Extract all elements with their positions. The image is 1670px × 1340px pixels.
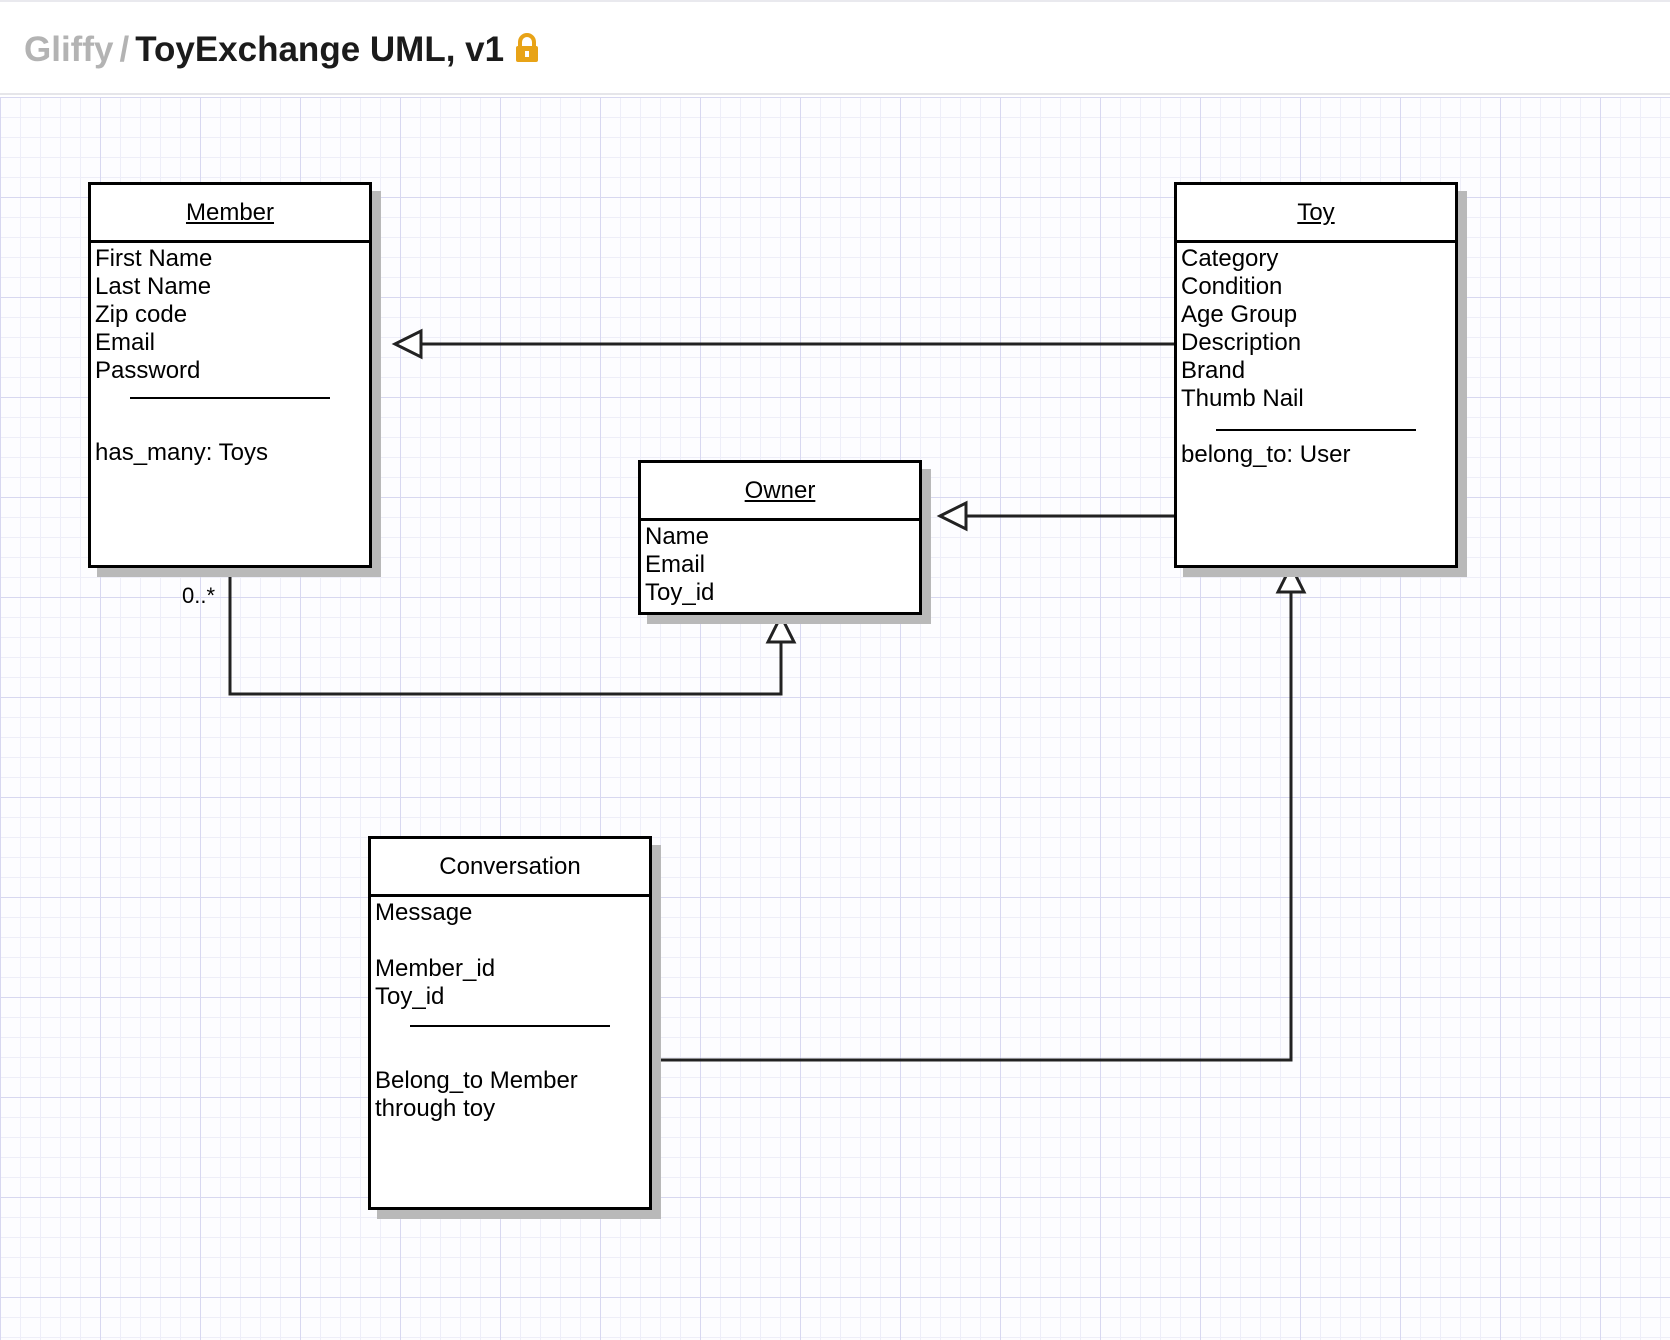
owner-attribute: Name — [645, 523, 710, 550]
conversation-attribute — [375, 927, 645, 955]
toy-class-title: Toy — [1177, 185, 1455, 243]
toy-attribute: Age Group — [1181, 301, 1298, 328]
document-title[interactable]: ToyExchange UML, v1 — [135, 30, 505, 69]
toy-separator — [1216, 429, 1416, 431]
conversation-method: Belong_to Member — [375, 1067, 578, 1094]
toy-method: belong_to: User — [1181, 441, 1351, 468]
conversation-attribute: Member_id — [375, 955, 496, 982]
member-attribute: Email — [95, 329, 156, 356]
breadcrumb: Gliffy/ToyExchange UML, v1 — [24, 28, 540, 74]
member-separator — [130, 397, 330, 399]
toy-class-box[interactable]: Toy Category Condition Age Group Descrip… — [1174, 182, 1458, 568]
member-attribute: Password — [95, 357, 201, 384]
member-attribute: Last Name — [95, 273, 212, 300]
toy-attribute: Brand — [1181, 357, 1246, 384]
page-header: Gliffy/ToyExchange UML, v1 — [0, 0, 1670, 95]
toy-attribute: Condition — [1181, 273, 1283, 300]
app-name-link[interactable]: Gliffy — [24, 30, 114, 69]
owner-attribute: Toy_id — [645, 579, 715, 606]
member-multiplicity-label: 0..* — [182, 583, 216, 608]
toy-attribute: Category — [1181, 245, 1279, 272]
member-class-title: Member — [91, 185, 369, 243]
conversation-attribute: Toy_id — [375, 983, 445, 1010]
conversation-attribute: Message — [375, 899, 473, 926]
member-class-box[interactable]: Member First Name Last Name Zip code Ema… — [88, 182, 372, 568]
breadcrumb-separator: / — [119, 30, 130, 69]
conversation-method: through toy — [375, 1095, 496, 1122]
owner-class-box[interactable]: Owner Name Email Toy_id — [638, 460, 922, 615]
owner-class-title: Owner — [641, 463, 919, 521]
member-attribute: First Name — [95, 245, 213, 272]
conversation-separator — [410, 1025, 610, 1027]
toy-attribute: Description — [1181, 329, 1302, 356]
owner-attribute: Email — [645, 551, 706, 578]
conversation-class-box[interactable]: Conversation Message Member_id Toy_id Be… — [368, 836, 652, 1210]
member-method: has_many: Toys — [95, 439, 268, 466]
member-attribute: Zip code — [95, 301, 188, 328]
toy-attribute: Thumb Nail — [1181, 385, 1304, 412]
lock-icon[interactable] — [514, 30, 540, 74]
conversation-class-title: Conversation — [371, 839, 649, 897]
